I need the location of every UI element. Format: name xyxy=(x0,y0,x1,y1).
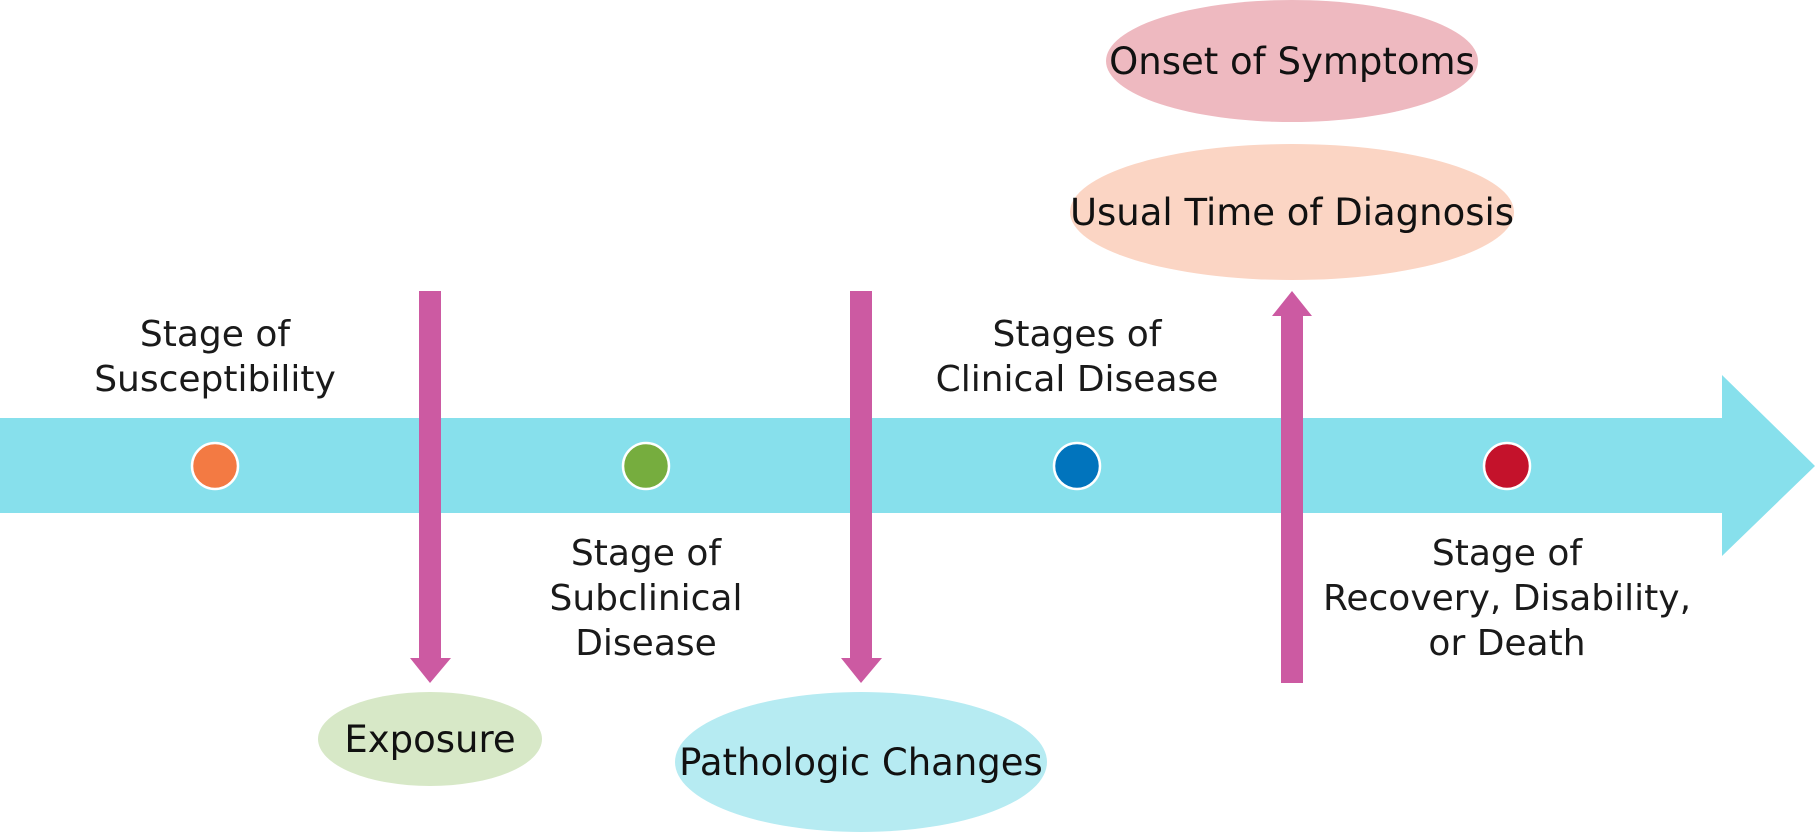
stage-dot-outcome xyxy=(1482,441,1532,491)
stage-dot-clinical xyxy=(1052,441,1102,491)
stage-dot-subclinical xyxy=(621,441,671,491)
exposure-arrow xyxy=(410,291,451,683)
pathologic-changes-label: Pathologic Changes xyxy=(679,740,1043,784)
exposure-label: Exposure xyxy=(344,717,516,761)
stage-dot-susceptibility xyxy=(190,441,240,491)
diagnosis-arrow xyxy=(1272,291,1312,683)
diagnosis-oval: Usual Time of Diagnosis xyxy=(1070,144,1514,280)
timeline-arrow xyxy=(0,375,1815,556)
diagnosis-label: Usual Time of Diagnosis xyxy=(1069,190,1515,234)
pathologic-changes-arrow xyxy=(841,291,882,683)
onset-of-symptoms-oval: Onset of Symptoms xyxy=(1106,0,1478,122)
pathologic-changes-oval: Pathologic Changes xyxy=(675,692,1047,832)
exposure-oval: Exposure xyxy=(318,692,542,786)
onset-of-symptoms-label: Onset of Symptoms xyxy=(1109,39,1475,83)
